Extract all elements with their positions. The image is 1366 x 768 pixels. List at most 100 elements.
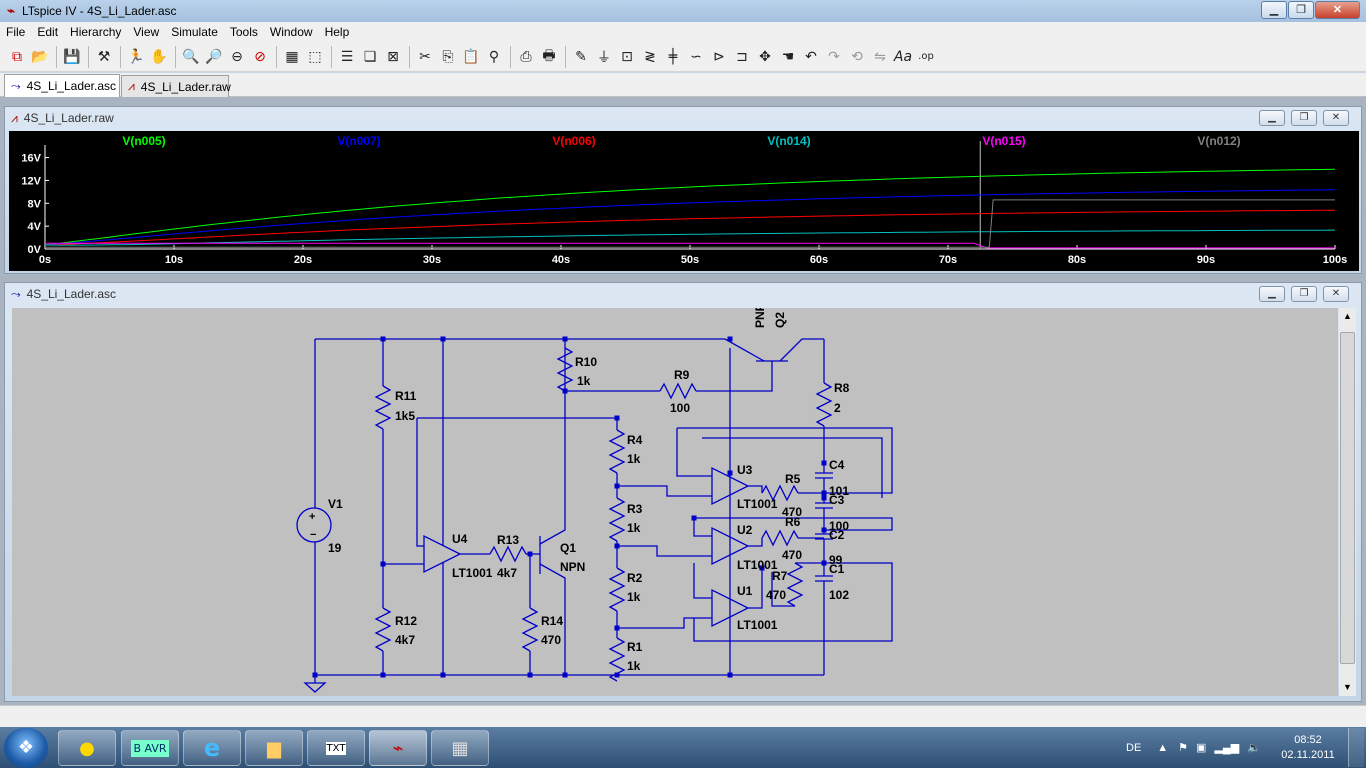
schematic-minimize-button[interactable]: ▁ — [1259, 286, 1285, 302]
taskbar-clock[interactable]: 08:52 02.11.2011 — [1278, 733, 1338, 763]
undo-icon[interactable]: ↶ — [805, 48, 817, 65]
r2-value-label: 1k — [627, 590, 641, 604]
waveform-minimize-button[interactable]: ▁ — [1259, 110, 1285, 126]
junction-dot — [562, 336, 568, 342]
save-icon[interactable]: 💾 — [63, 48, 81, 65]
volume-icon[interactable]: 🔈 — [1247, 742, 1261, 754]
menu-edit[interactable]: Edit — [37, 25, 59, 39]
notepad-icon[interactable]: TXT — [307, 730, 365, 766]
spice-directive-icon[interactable]: .op — [918, 51, 934, 62]
language-indicator[interactable]: DE — [1126, 741, 1142, 754]
zoom-out-icon[interactable]: ⊖ — [231, 48, 243, 65]
component-icon[interactable]: ⊐ — [736, 48, 748, 65]
inductor-icon[interactable]: ∽ — [690, 48, 702, 65]
clock-time: 08:52 — [1294, 734, 1322, 746]
trace-label[interactable]: V(n015) — [982, 134, 1025, 148]
scroll-thumb[interactable] — [1340, 332, 1355, 664]
zoom-full-icon[interactable]: ⬚ — [308, 48, 322, 65]
draw-wire-icon[interactable]: ✎ — [575, 48, 587, 65]
halt-icon[interactable]: ✋ — [150, 48, 168, 65]
lemon-app-icon[interactable]: ● — [58, 730, 116, 766]
internet-explorer-icon[interactable]: e — [183, 730, 241, 766]
start-orb-icon[interactable]: ❖ — [4, 727, 48, 768]
menu-window[interactable]: Window — [269, 25, 313, 39]
show-desktop-button[interactable] — [1348, 728, 1364, 767]
waveform-restore-button[interactable]: ❐ — [1291, 110, 1317, 126]
schematic-close-button[interactable]: ✕ — [1323, 286, 1349, 302]
trace-label[interactable]: V(n007) — [337, 134, 380, 148]
trace-label[interactable]: V(n014) — [767, 134, 810, 148]
zoom-cancel-icon[interactable]: ⊘ — [254, 48, 266, 65]
text-icon[interactable]: Aa — [893, 48, 913, 65]
cascade-icon[interactable]: ❏ — [363, 48, 377, 65]
capacitor-icon[interactable]: ╪ — [668, 48, 678, 65]
network-signal-icon[interactable]: ▂▄▆ — [1214, 742, 1240, 754]
schematic-vertical-scrollbar[interactable]: ▲ ▼ — [1339, 308, 1356, 696]
trace-v-n015[interactable] — [45, 242, 1335, 249]
schematic-canvas[interactable]: + − PNP Q2 R10 1k R9 100 R8 2 R11 1k5 R4… — [12, 308, 1338, 696]
tab-waveform[interactable]: ⩘ 4S_Li_Lader.raw — [121, 75, 231, 97]
zoom-in-icon[interactable]: 🔍 — [182, 48, 200, 65]
close-button[interactable]: ✕ — [1315, 1, 1360, 19]
paste-icon[interactable]: 📋 — [462, 48, 480, 65]
resistor-icon[interactable]: ≷ — [644, 48, 656, 65]
scroll-up-arrow-icon[interactable]: ▲ — [1343, 311, 1352, 321]
r4-value-label: 1k — [627, 452, 641, 466]
rotate-icon[interactable]: ⟲ — [851, 48, 863, 65]
trace-v-n005[interactable] — [44, 168, 1336, 246]
schematic-restore-button[interactable]: ❐ — [1291, 286, 1317, 302]
menu-view[interactable]: View — [133, 25, 160, 39]
r5-resistor — [761, 484, 799, 502]
ltspice-icon[interactable]: ⌁ — [369, 730, 427, 766]
wire — [416, 418, 424, 547]
maximize-button[interactable]: ❐ — [1288, 1, 1314, 19]
tab-schematic[interactable]: ⤳ 4S_Li_Lader.asc — [4, 74, 120, 97]
minimize-button[interactable]: ▁ — [1261, 1, 1287, 19]
mirror-icon[interactable]: ⇋ — [874, 48, 886, 65]
explorer-folder-icon[interactable]: ▆ — [245, 730, 303, 766]
bascom-avr-icon[interactable]: B AVR — [121, 730, 179, 766]
trace-v-n006[interactable] — [44, 209, 1336, 246]
open-schematic-icon[interactable]: ⧉ — [12, 48, 22, 65]
scroll-down-arrow-icon[interactable]: ▼ — [1343, 682, 1352, 692]
trace-v-n012[interactable] — [45, 199, 1335, 248]
ground-icon[interactable]: ⏚ — [597, 49, 611, 66]
v1-value-label: 19 — [328, 541, 342, 555]
drag-icon[interactable]: ☚ — [781, 48, 795, 65]
cut-icon[interactable]: ✂ — [419, 48, 431, 65]
menu-help[interactable]: Help — [324, 25, 350, 39]
label-net-icon[interactable]: ⊡ — [621, 48, 633, 65]
control-panel-icon[interactable]: ⚒ — [97, 48, 111, 65]
usb-device-icon[interactable]: ▣ — [1196, 742, 1207, 754]
calculator-icon[interactable]: ▦ — [431, 730, 489, 766]
print-setup-icon[interactable]: ⎙ — [520, 48, 532, 65]
flag-icon[interactable]: ⚑ — [1178, 742, 1189, 754]
show-hidden-icons-icon[interactable]: ▲ — [1157, 741, 1169, 754]
menu-file[interactable]: File — [6, 25, 26, 39]
r8-resistor — [815, 382, 833, 427]
print-icon[interactable]: 🖶 — [542, 47, 556, 64]
tile-vertical-icon[interactable]: ☰ — [340, 48, 354, 65]
trace-label[interactable]: V(n012) — [1197, 134, 1240, 148]
trace-v-n014[interactable] — [44, 229, 1336, 246]
menu-hierarchy[interactable]: Hierarchy — [70, 25, 122, 39]
waveform-plot[interactable]: V(n005) V(n007) V(n006) V(n014) V(n015) V(n01… — [9, 131, 1359, 271]
copy-icon[interactable]: ⎘ — [442, 48, 454, 65]
trace-label[interactable]: V(n006) — [552, 134, 595, 148]
move-icon[interactable]: ✥ — [759, 48, 771, 65]
run-icon[interactable]: 🏃 — [127, 48, 145, 65]
wire — [617, 545, 712, 557]
open-file-icon[interactable]: 📂 — [31, 48, 49, 65]
r9-value-label: 100 — [670, 401, 690, 415]
trace-label[interactable]: V(n005) — [122, 134, 165, 148]
find-icon[interactable]: ⚲ — [488, 48, 500, 65]
close-window-icon[interactable]: ⊠ — [387, 48, 399, 65]
diode-icon[interactable]: ⊳ — [713, 48, 725, 65]
waveform-close-button[interactable]: ✕ — [1323, 110, 1349, 126]
menu-simulate[interactable]: Simulate — [171, 25, 218, 39]
trace-v-n007[interactable] — [44, 189, 1336, 246]
autorange-icon[interactable]: ▦ — [285, 48, 299, 65]
menu-tools[interactable]: Tools — [229, 25, 258, 39]
zoom-pan-icon[interactable]: 🔎 — [205, 48, 223, 65]
redo-icon[interactable]: ↷ — [828, 48, 840, 65]
